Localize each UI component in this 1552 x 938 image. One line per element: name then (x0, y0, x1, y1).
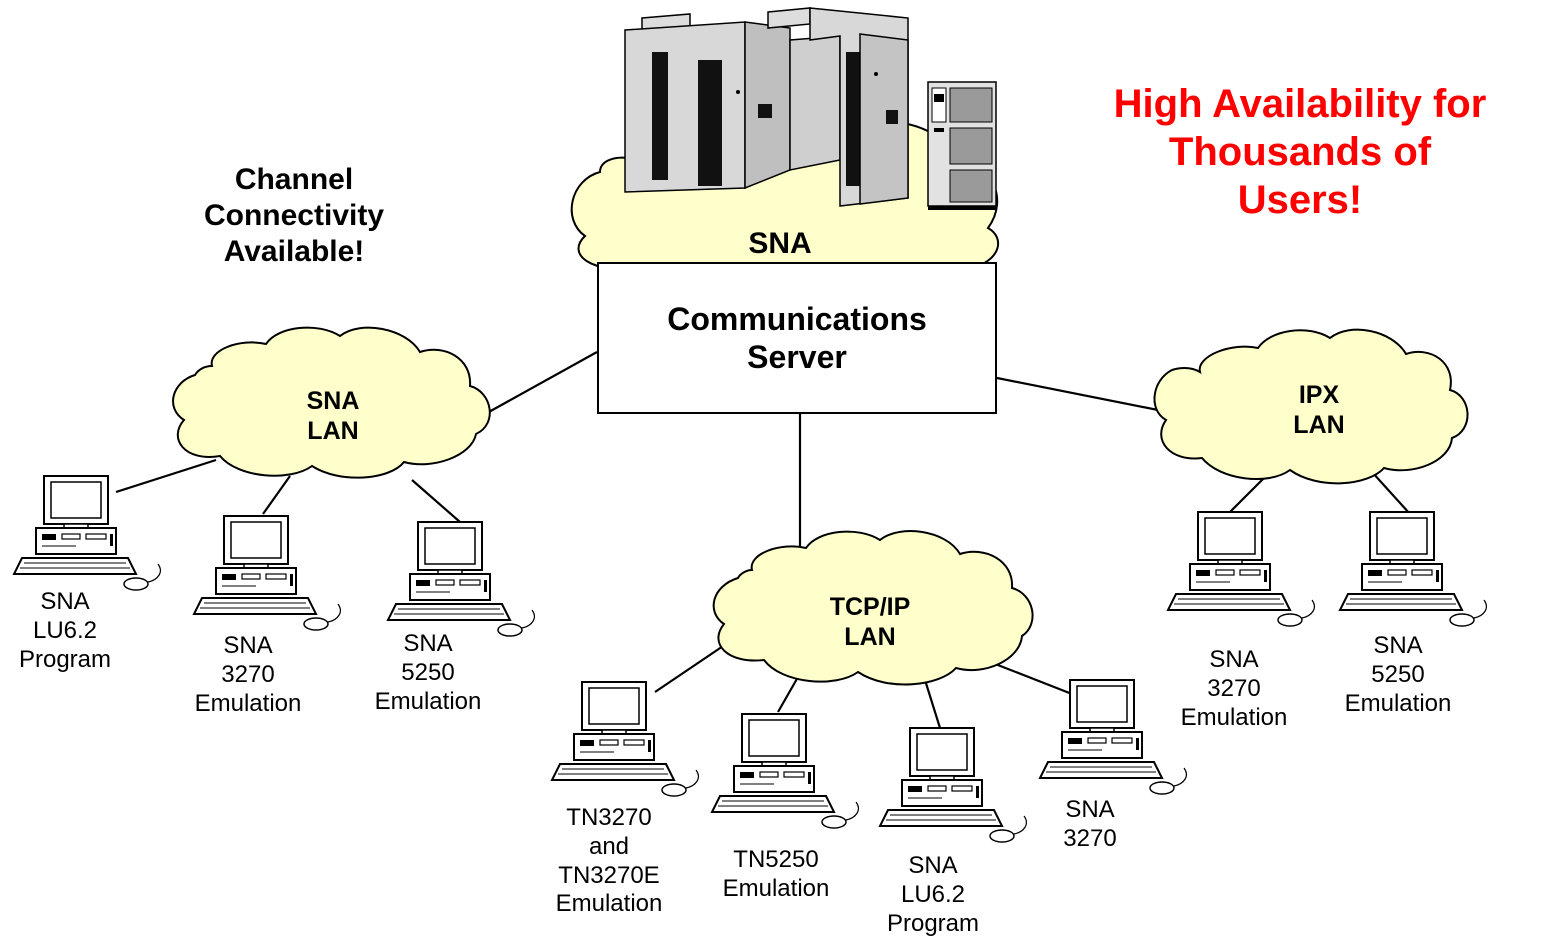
pc-icon (1167, 511, 1316, 627)
client-label: SNA 5250 Emulation (374, 630, 482, 715)
pc-icon (387, 521, 536, 637)
mainframe-icon (624, 7, 909, 207)
client-label: SNA 5250 Emulation (1344, 632, 1452, 717)
channel-connectivity-callout: Channel Connectivity Available! (203, 163, 385, 268)
host-sna-label: SNA (748, 227, 812, 260)
sna-lan-cloud (172, 326, 491, 479)
client-label: SNA LU6.2 Program (886, 852, 980, 937)
tcpip-lan-label: TCP/IP LAN (829, 593, 911, 651)
ipx-lan-cloud (1153, 328, 1469, 485)
sna-lan-label: SNA LAN (306, 387, 360, 445)
pc-icon (193, 515, 342, 631)
client-label: SNA 3270 Emulation (1180, 646, 1288, 731)
client-label: SNA LU6.2 Program (18, 588, 112, 673)
communications-server-box: Communications Server (597, 262, 997, 414)
pc-icon (879, 727, 1028, 843)
ipx-lan-label: IPX LAN (1293, 381, 1345, 439)
client-label: SNA 3270 Emulation (194, 632, 302, 717)
communications-server-label: Communications Server (667, 301, 927, 376)
tcpip-lan-cloud (712, 530, 1034, 686)
pc-icon (551, 681, 700, 797)
client-label: SNA 3270 (1063, 796, 1117, 852)
pc-icon (1339, 511, 1488, 627)
tower-server-icon (927, 81, 997, 210)
client-label: TN3270 and TN3270E Emulation (555, 804, 663, 918)
pc-icon (711, 713, 860, 829)
pc-icon (13, 475, 162, 591)
high-availability-callout: High Availability for Thousands of Users… (1113, 82, 1487, 222)
client-label: TN5250 Emulation (722, 846, 830, 902)
